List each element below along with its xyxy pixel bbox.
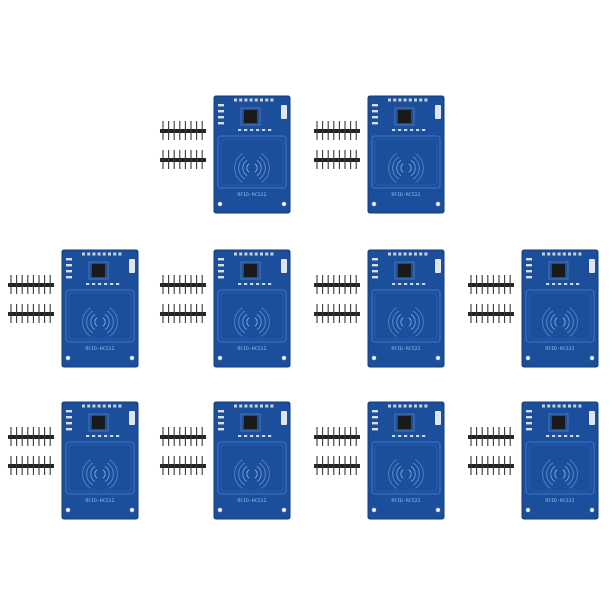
rfid-kit: RFID-RC522 (308, 249, 445, 370)
pin-header-straight (160, 427, 206, 446)
pin-header-angled (160, 456, 206, 475)
pin-header-straight (468, 275, 514, 294)
rfid-kit: RFID-RC522 (462, 401, 599, 522)
rfid-kit: RFID-RC522 (2, 401, 139, 522)
pin-header-straight (160, 275, 206, 294)
board-silkscreen-label: RFID-RC522 (85, 347, 115, 352)
pin-header-straight (160, 121, 206, 140)
mfrc522-chip (552, 416, 565, 429)
mfrc522-chip (92, 416, 105, 429)
pin-header-angled (8, 304, 54, 323)
antenna-coil (371, 289, 441, 343)
mfrc522-chip (398, 416, 411, 429)
pin-header-angled (8, 456, 54, 475)
mfrc522-chip (244, 110, 257, 123)
pin-header-straight (314, 427, 360, 446)
pin-header-angled (314, 304, 360, 323)
mfrc522-chip (92, 264, 105, 277)
rfid-board (61, 249, 139, 368)
antenna-coil (217, 289, 287, 343)
mfrc522-chip (398, 110, 411, 123)
mfrc522-chip (398, 264, 411, 277)
board-silkscreen-label: RFID-RC522 (545, 347, 575, 352)
pin-header-angled (314, 150, 360, 169)
board-silkscreen-label: RFID-RC522 (237, 347, 267, 352)
antenna-coil (371, 135, 441, 189)
board-silkscreen-label: RFID-RC522 (391, 499, 421, 504)
pin-header-straight (468, 427, 514, 446)
rfid-board (521, 249, 599, 368)
board-silkscreen-label: RFID-RC522 (545, 499, 575, 504)
rfid-kit: RFID-RC522 (154, 249, 291, 370)
rfid-board (367, 95, 445, 214)
pin-header-straight (8, 427, 54, 446)
rfid-board (367, 249, 445, 368)
rfid-kit: RFID-RC522 (462, 249, 599, 370)
rfid-board (213, 401, 291, 520)
pin-header-straight (314, 121, 360, 140)
board-silkscreen-label: RFID-RC522 (237, 193, 267, 198)
board-silkscreen-label: RFID-RC522 (85, 499, 115, 504)
antenna-coil (217, 135, 287, 189)
pin-header-angled (160, 304, 206, 323)
rfid-kit: RFID-RC522 (154, 401, 291, 522)
board-silkscreen-label: RFID-RC522 (237, 499, 267, 504)
rfid-board (213, 249, 291, 368)
pin-header-straight (314, 275, 360, 294)
antenna-coil (65, 441, 135, 495)
pin-header-angled (314, 456, 360, 475)
rfid-kit: RFID-RC522 (308, 401, 445, 522)
pin-header-angled (160, 150, 206, 169)
board-silkscreen-label: RFID-RC522 (391, 193, 421, 198)
rfid-kit: RFID-RC522 (154, 95, 291, 216)
board-silkscreen-label: RFID-RC522 (391, 347, 421, 352)
pin-header-angled (468, 456, 514, 475)
rfid-board (61, 401, 139, 520)
rfid-board (213, 95, 291, 214)
antenna-coil (371, 441, 441, 495)
antenna-coil (525, 289, 595, 343)
antenna-coil (525, 441, 595, 495)
antenna-coil (65, 289, 135, 343)
antenna-coil (217, 441, 287, 495)
pin-header-angled (468, 304, 514, 323)
mfrc522-chip (244, 416, 257, 429)
rfid-kit: RFID-RC522 (308, 95, 445, 216)
rfid-board (521, 401, 599, 520)
mfrc522-chip (244, 264, 257, 277)
rfid-kit: RFID-RC522 (2, 249, 139, 370)
pin-header-straight (8, 275, 54, 294)
rfid-board (367, 401, 445, 520)
mfrc522-chip (552, 264, 565, 277)
